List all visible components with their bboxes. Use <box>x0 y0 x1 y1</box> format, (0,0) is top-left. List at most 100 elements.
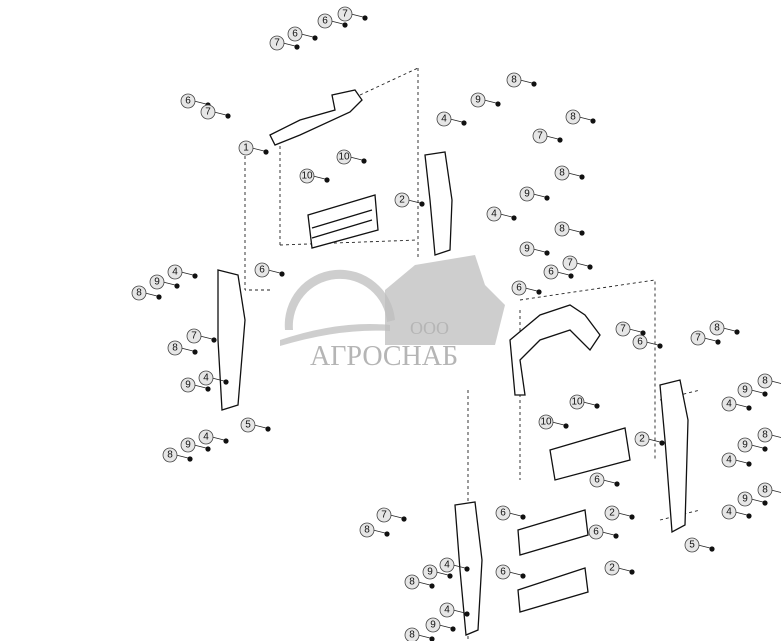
fastener-mark <box>461 120 467 126</box>
callout-2: 2 <box>604 505 631 521</box>
callout-number: 9 <box>185 380 191 391</box>
callout-bubble <box>186 328 202 344</box>
fastener-mark <box>450 626 456 632</box>
leader-line <box>211 377 225 382</box>
callout-bubble <box>519 241 535 257</box>
callout-bubble <box>588 524 604 540</box>
callout-5: 5 <box>684 537 711 553</box>
watermark-prefix: ООО <box>410 318 449 338</box>
callout-9: 9 <box>519 241 546 257</box>
callout-number: 4 <box>726 399 732 410</box>
callout-9: 9 <box>737 437 764 453</box>
callout-number: 6 <box>516 283 522 294</box>
leader-line <box>519 79 533 84</box>
callout-bubble <box>240 417 256 433</box>
fastener-mark <box>762 391 768 397</box>
callout-number: 10 <box>540 417 552 428</box>
fastener-mark <box>568 273 574 279</box>
leader-line <box>499 213 513 218</box>
callout-7: 7 <box>532 128 559 144</box>
callout-number: 9 <box>742 385 748 396</box>
part-5-plate-left <box>217 269 246 411</box>
callout-number: 9 <box>742 440 748 451</box>
callout-bubble <box>519 186 535 202</box>
callout-number: 8 <box>136 288 142 299</box>
callout-bubble <box>131 285 147 301</box>
callout-number: 8 <box>570 112 576 123</box>
leader-line <box>750 498 764 503</box>
leader-line <box>532 193 546 198</box>
leader-line <box>300 33 314 38</box>
leader-line <box>407 199 421 204</box>
callout-bubble <box>684 537 700 553</box>
callout-8: 8 <box>757 373 781 389</box>
leader-line <box>601 531 615 536</box>
callout-7: 7 <box>186 328 213 344</box>
callout-bubble <box>554 165 570 181</box>
callout-number: 10 <box>571 397 583 408</box>
callout-bubble <box>422 564 438 580</box>
callout-number: 6 <box>259 265 265 276</box>
callout-6: 6 <box>588 524 615 540</box>
callout-bubble <box>511 280 527 296</box>
callout-bubble <box>690 330 706 346</box>
fastener-mark <box>590 118 596 124</box>
fastener-mark <box>419 201 425 207</box>
fastener-mark <box>544 195 550 201</box>
callout-number: 6 <box>185 96 191 107</box>
leader-line <box>508 512 522 517</box>
leader-line <box>750 389 764 394</box>
callout-4: 4 <box>198 429 225 445</box>
fastener-mark <box>762 500 768 506</box>
leader-line <box>282 42 296 47</box>
fastener-mark <box>594 403 600 409</box>
leader-line <box>144 292 158 297</box>
leader-line <box>180 347 194 352</box>
callout-number: 7 <box>695 333 701 344</box>
leader-line <box>483 99 497 104</box>
fastener-mark <box>746 461 752 467</box>
callout-number: 8 <box>172 343 178 354</box>
part-2-step-middle <box>549 427 631 481</box>
callout-number: 9 <box>430 620 436 631</box>
leader-line <box>770 380 781 384</box>
callout-number: 6 <box>500 567 506 578</box>
callout-number: 6 <box>593 527 599 538</box>
callout-9: 9 <box>737 491 764 507</box>
callout-8: 8 <box>554 165 581 181</box>
leader-line <box>647 438 661 443</box>
part-2-step-top <box>307 194 379 249</box>
callout-8: 8 <box>131 285 158 301</box>
fastener-mark <box>746 513 752 519</box>
leader-line <box>628 328 642 333</box>
callout-number: 6 <box>548 267 554 278</box>
callout-number: 10 <box>338 152 350 163</box>
callout-number: 9 <box>185 440 191 451</box>
callout-bubble <box>721 504 737 520</box>
fastener-mark <box>629 514 635 520</box>
callout-8: 8 <box>162 447 189 463</box>
callout-number: 7 <box>620 324 626 335</box>
callout-bubble <box>299 168 315 184</box>
leader-line <box>524 287 538 292</box>
callout-bubble <box>317 13 333 29</box>
leader-line <box>349 156 363 161</box>
leader-line <box>330 20 344 25</box>
leader-line <box>180 271 194 276</box>
fastener-mark <box>544 250 550 256</box>
callout-10: 10 <box>299 168 326 184</box>
callout-9: 9 <box>149 274 176 290</box>
fastener-mark <box>629 569 635 575</box>
callout-bubble <box>394 192 410 208</box>
callout-number: 4 <box>444 560 450 571</box>
leader-line <box>452 564 466 569</box>
callout-bubble <box>709 320 725 336</box>
callout-6: 6 <box>254 262 281 278</box>
callout-bubble <box>359 522 375 538</box>
callout-8: 8 <box>404 627 431 641</box>
callout-bubble <box>198 370 214 386</box>
callout-7: 7 <box>615 321 642 337</box>
fastener-mark <box>362 15 368 21</box>
part-1-bracket-top <box>269 89 363 146</box>
callout-9: 9 <box>737 382 764 398</box>
